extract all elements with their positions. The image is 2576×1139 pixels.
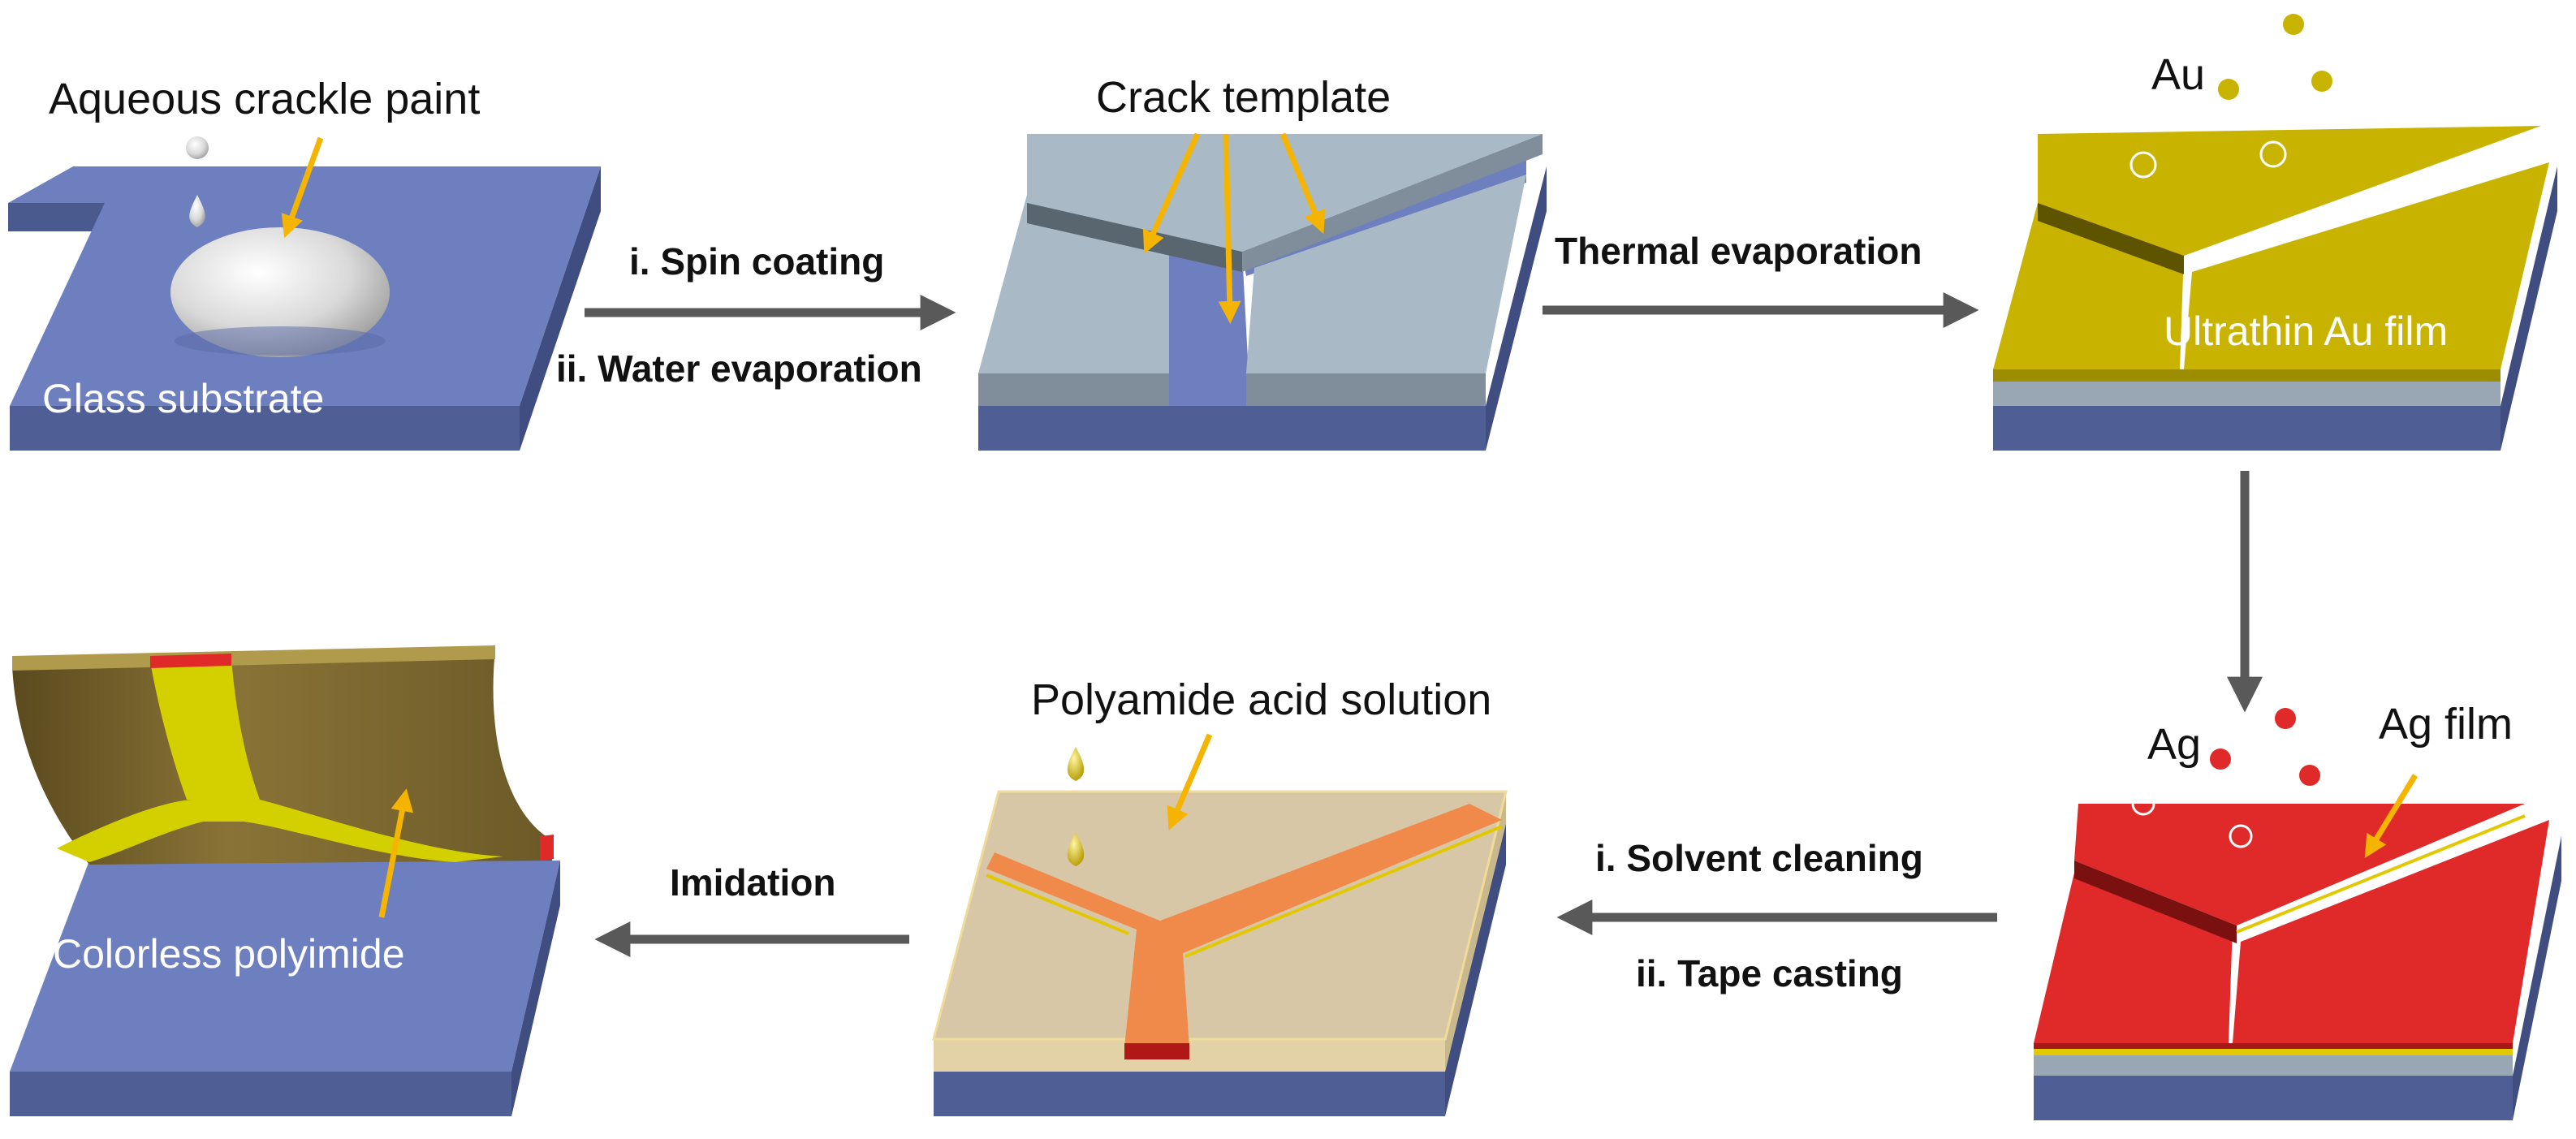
au-atom-3 [2311, 71, 2332, 92]
arrow-spin-coating: i. Spin coating ii. Water evaporation [556, 240, 956, 390]
arrow-thermal-evaporation: Thermal evaporation [1543, 230, 1979, 328]
substrate-label: Glass substrate [42, 376, 324, 421]
water-evaporation-label: ii. Water evaporation [556, 347, 922, 390]
gold-bubble-1 [2129, 151, 2157, 179]
au-source-label: Au [2151, 50, 2205, 99]
polyimide-label: Colorless polyimide [53, 931, 405, 977]
crack-glass-front [978, 406, 1486, 451]
gold-bubble-2 [2259, 140, 2287, 168]
gold-piece-right [2184, 162, 2549, 369]
silver-glass-side [2513, 836, 2561, 1120]
arrow-solvent-cleaning: i. Solvent cleaning ii. Tape casting [1556, 837, 1997, 994]
silver-glass-front [2034, 1076, 2513, 1120]
crack-piece-left-front [978, 373, 1169, 406]
polyamide-callout-arrow [1167, 733, 1213, 831]
pi-electrode-arms [57, 800, 503, 862]
step-silver-film: Ag Ag film [2034, 700, 2561, 1120]
silver-piece-top [2074, 804, 2525, 925]
poly-glass-front [934, 1072, 1445, 1116]
silver-piece-top-edge [2074, 861, 2237, 943]
step-gold-film: Au Ultrathin Au film [1993, 14, 2557, 451]
gold-glass-front [1993, 406, 2500, 451]
gold-piece-top-edge [2038, 203, 2184, 274]
solvent-cleaning-label: i. Solvent cleaning [1595, 837, 1923, 879]
silver-piece-front [2034, 1043, 2513, 1049]
silver-gold-edge [2236, 814, 2526, 934]
paint-blob [170, 227, 390, 357]
pi-electrode-red-cap [150, 654, 231, 668]
ag-atom-1 [2210, 749, 2231, 770]
au-film-label: Ultrathin Au film [2164, 308, 2448, 354]
crack-callout-arrow-1 [1142, 132, 1201, 254]
imidation-label: Imidation [670, 861, 835, 904]
spin-coating-label: i. Spin coating [629, 240, 884, 283]
crack-piece-top-edge [1027, 203, 1242, 272]
electrode-left-arm [986, 852, 1181, 930]
pi-film-top-edge [12, 645, 495, 671]
gold-piece-front [1993, 369, 2500, 382]
small-drop-icon [186, 136, 209, 159]
thermal-evaporation-label: Thermal evaporation [1555, 230, 1922, 272]
electrode-end-cap [1124, 1043, 1189, 1059]
crack-channel [1161, 252, 1250, 406]
crack-template-label: Crack template [1096, 73, 1391, 122]
au-atom-1 [2283, 14, 2304, 35]
step-crack-template: Crack template [978, 73, 1547, 451]
crack-glass-side [1486, 166, 1547, 451]
gold-glass-side [2500, 166, 2557, 451]
au-atom-2 [2218, 79, 2239, 100]
pi-electrode-stem [150, 659, 260, 800]
crack-callout-arrow-3 [1279, 132, 1326, 234]
crack-piece-right [1246, 175, 1526, 373]
poly-drop-icon-1 [1067, 747, 1085, 781]
ag-atom-2 [2275, 708, 2296, 729]
gold-template-front [1993, 382, 2500, 406]
gold-piece-top [2038, 126, 2541, 256]
electrode-gold-edge-1 [986, 874, 1129, 935]
pi-glass-side [511, 861, 560, 1116]
ag-bubble-2 [2229, 824, 2253, 848]
crack-piece-top-side [1242, 134, 1543, 272]
pi-electrode-red-cap-2 [540, 835, 554, 861]
poly-layer-outline [932, 790, 1508, 1041]
polyamide-label: Polyamide acid solution [1031, 675, 1491, 724]
ag-atom-3 [2299, 765, 2320, 786]
pi-glass-front [10, 1072, 511, 1116]
step-polyamide: Polyamide acid solution [932, 675, 1508, 1116]
paint-callout-arrow [281, 136, 324, 239]
electrode-stem [1124, 930, 1189, 1047]
polyimide-callout-arrow [378, 788, 414, 918]
silver-piece-right [2233, 820, 2549, 1043]
poly-glass-side [1445, 820, 1506, 1116]
poly-drop-icon-2 [1067, 832, 1085, 866]
arrow-imidation: Imidation [594, 861, 909, 957]
paint-blob-shadow [175, 326, 386, 356]
falling-drop-icon [189, 195, 205, 227]
paint-label: Aqueous crackle paint [49, 75, 480, 123]
step-polyimide: Colorless polyimide [10, 645, 560, 1116]
ag-source-label: Ag [2147, 720, 2201, 769]
ag-film-label: Ag film [2379, 700, 2513, 749]
step-glass-substrate: Aqueous crackle paint Glass substrate [8, 75, 601, 451]
glass-front-skew [10, 406, 520, 451]
ag-film-callout-arrow [2364, 774, 2418, 858]
tape-casting-label: ii. Tape casting [1636, 952, 1903, 994]
crack-callout-arrow-2 [1218, 133, 1241, 324]
poly-layer-side [1445, 792, 1506, 1072]
ag-bubble-1 [2131, 792, 2155, 816]
electrode-gold-edge-2 [1184, 825, 1503, 958]
silver-gold-layer [2034, 1049, 2513, 1055]
glass-side-skew [520, 166, 601, 451]
silver-template-front [2034, 1055, 2513, 1076]
crack-piece-right-front [1246, 373, 1486, 406]
electrode-right-arm [1137, 804, 1502, 954]
pi-glass-top [10, 861, 560, 1072]
